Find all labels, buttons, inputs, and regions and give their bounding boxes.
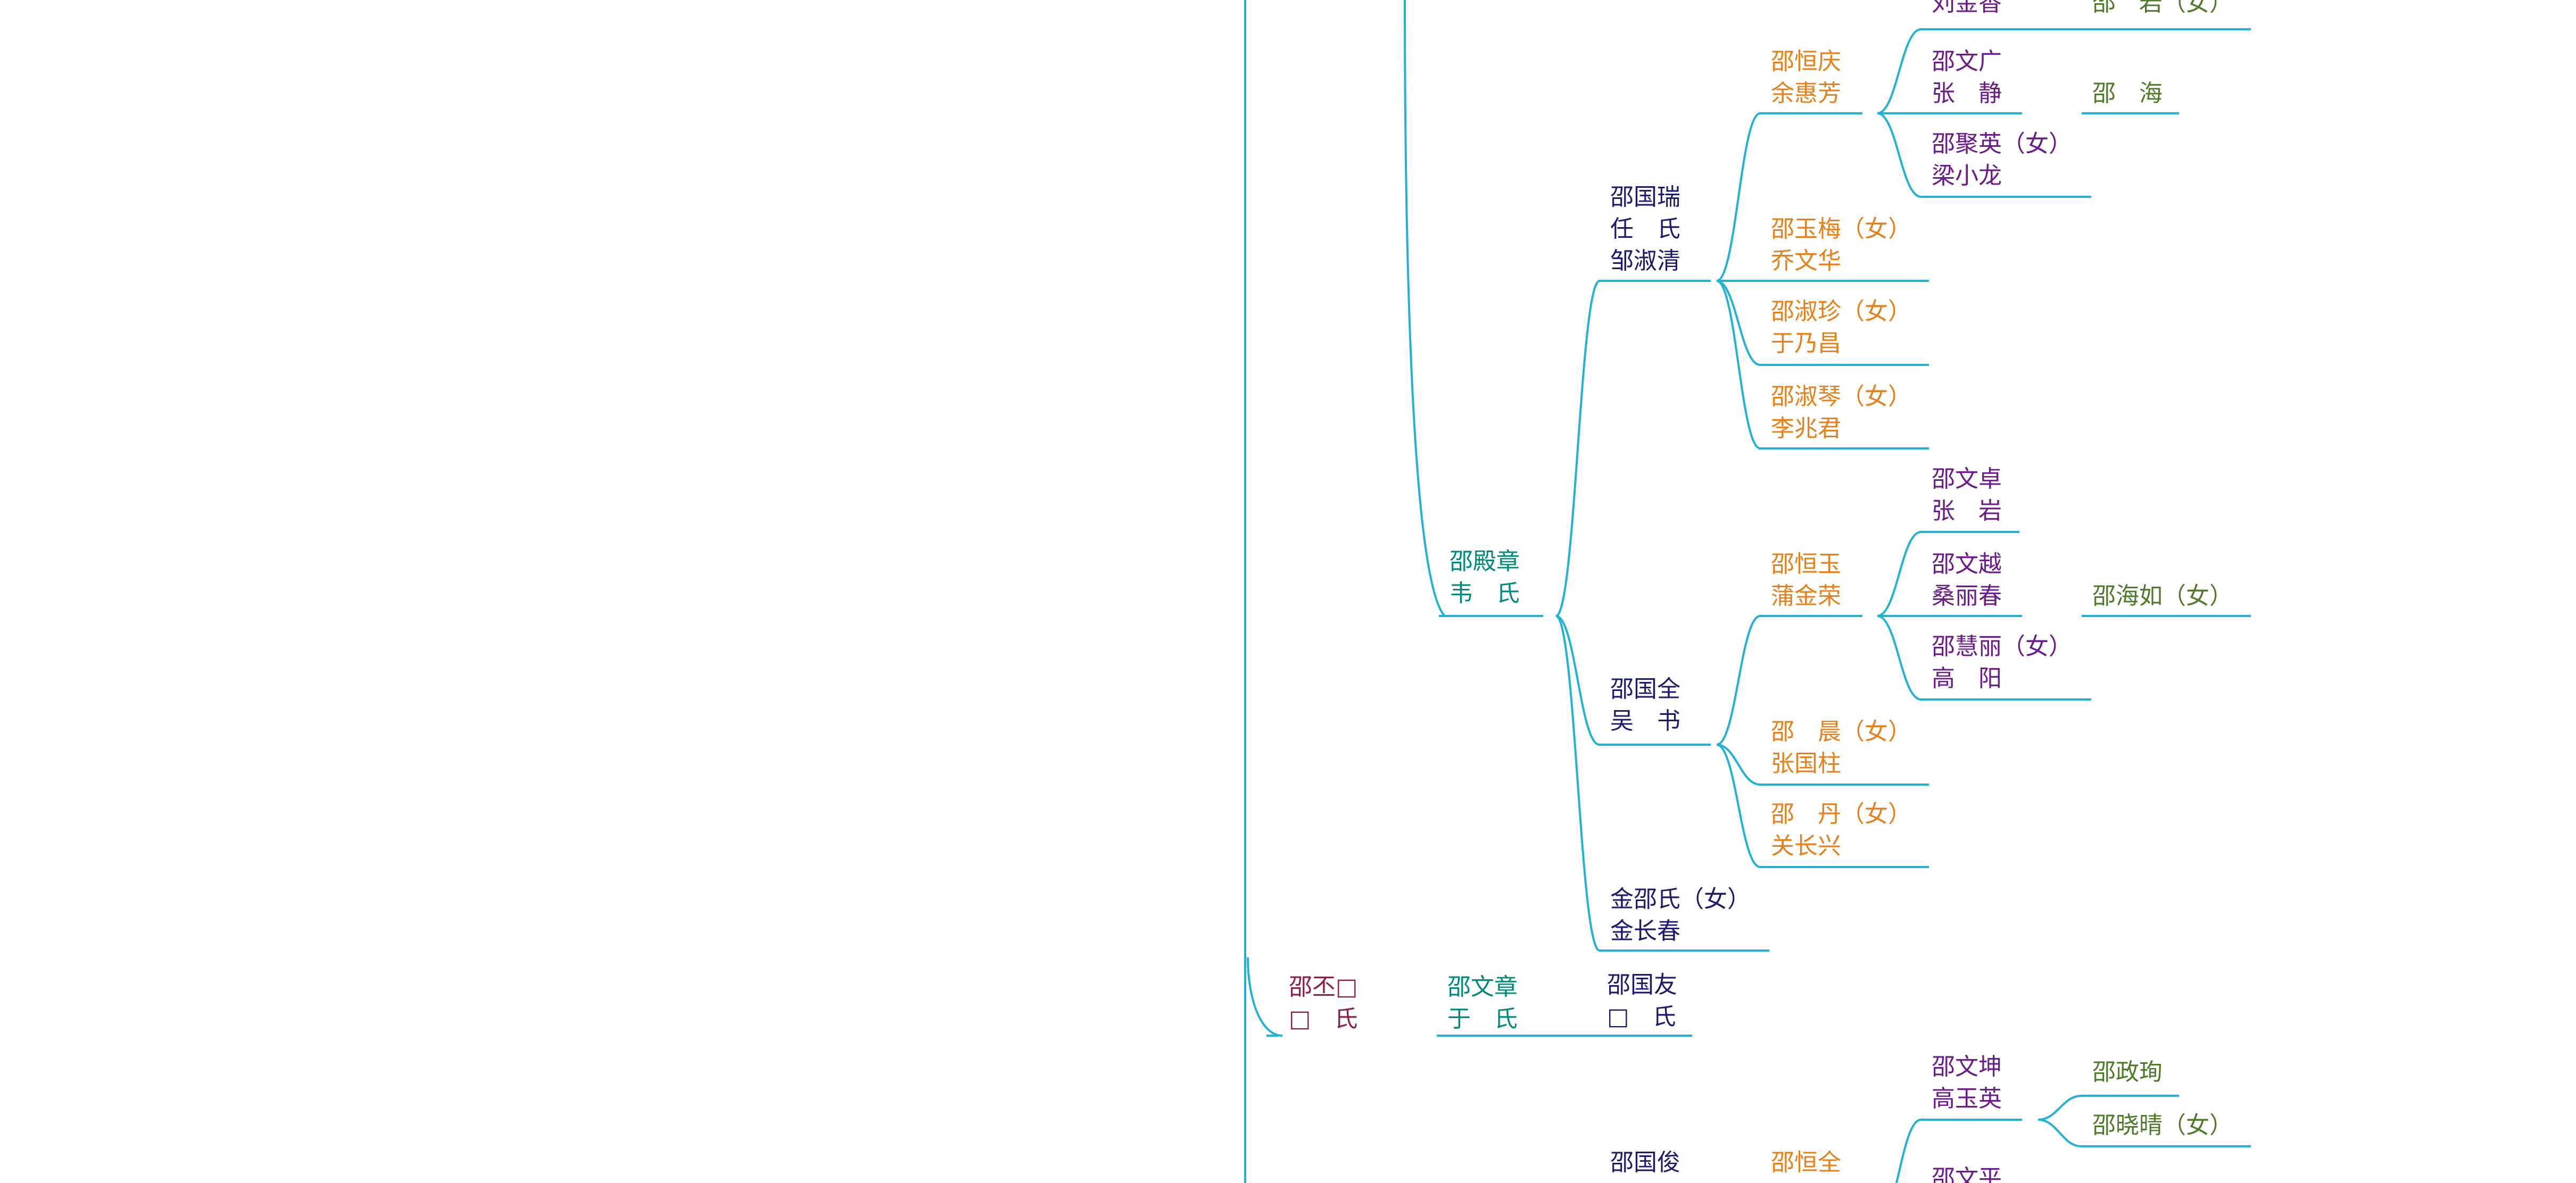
connector-n_e6-n_f3 <box>2037 1095 2082 1121</box>
spouse-name: 于 氏 <box>1447 1005 1518 1032</box>
person-name: 邵聚英（女） <box>1932 130 2072 157</box>
spouse-name: 张国柱 <box>1771 750 1841 777</box>
connector-n_c1-n_d4 <box>1716 280 1761 449</box>
connector-n_c1-n_d3 <box>1716 280 1761 366</box>
person-name: 邵淑琴（女） <box>1771 383 1911 410</box>
spouse-name: 桑丽春 <box>1932 582 2002 610</box>
person-name: 邵殿章 <box>1449 548 1520 575</box>
spouse-name: 高 阳 <box>1932 665 2002 692</box>
person-name: 邵淑珍（女） <box>1771 298 1911 325</box>
spouse-name: 金长春 <box>1610 918 1680 945</box>
spouse-name: 于乃昌 <box>1771 330 1841 357</box>
connector-n_d8-n_e6 <box>1895 1119 1921 1183</box>
person-name: 邵国俊 <box>1610 1149 1680 1176</box>
person-name: 邵玉梅（女） <box>1771 215 1911 243</box>
person-name: 邵海如（女） <box>2092 582 2233 610</box>
connector-n_c2-n_d7 <box>1716 744 1761 868</box>
spouse-name: 韦 氏 <box>1449 580 1520 607</box>
connector-n_c2-n_d5 <box>1716 615 1761 746</box>
connector-n_e6-n_f4 <box>2037 1119 2082 1147</box>
spouse-name-2: 邹淑清 <box>1610 247 1680 274</box>
person-name: 邵丕□ <box>1289 973 1358 1001</box>
spouse-name: □ 氏 <box>1289 1005 1358 1032</box>
spouse-name: 梁小龙 <box>1932 162 2002 189</box>
person-name: 邵文平 <box>1932 1165 2002 1183</box>
person-name: 金邵氏（女） <box>1610 886 1751 913</box>
connector-n_d1-n_e0 <box>1877 28 1921 114</box>
spouse-name: 高玉英 <box>1932 1085 2002 1112</box>
person-name: 邵 岩（女） <box>2092 0 2233 16</box>
spouse-name: □ 氏 <box>1607 1003 1676 1030</box>
person-name: 邵恒庆 <box>1771 48 1841 75</box>
person-name: 邵文卓 <box>1932 465 2002 493</box>
spouse-name: 张 静 <box>1932 80 2002 107</box>
person-name: 邵 丹（女） <box>1771 801 1911 828</box>
person-name: 邵慧丽（女） <box>1932 633 2072 660</box>
spouse-name: 余惠芳 <box>1771 80 1841 107</box>
person-name: 邵国友 <box>1607 971 1677 998</box>
spouse-name: 刘金香 <box>1932 0 2002 16</box>
person-name: 邵 海 <box>2092 80 2163 107</box>
trunk-curve-line <box>1247 957 1283 1037</box>
person-name: 邵文章 <box>1447 973 1518 1001</box>
person-name: 邵国全 <box>1610 676 1680 703</box>
connector-n_d5-n_e3 <box>1877 531 1921 617</box>
spouse-name: 张 岩 <box>1932 497 2002 524</box>
connector-n_d1-n_e2 <box>1877 112 1921 198</box>
spouse-name: 关长兴 <box>1771 832 1841 860</box>
person-name: 邵 晨（女） <box>1771 718 1911 745</box>
spouse-name: 李兆君 <box>1771 415 1841 442</box>
person-name: 邵恒玉 <box>1771 551 1841 578</box>
person-name: 邵恒全 <box>1771 1149 1841 1176</box>
connector-n_c1-n_d1 <box>1716 112 1761 282</box>
spouse-name: 吴 书 <box>1610 707 1680 735</box>
spouse-name: 任 氏 <box>1610 215 1680 243</box>
person-name: 邵文越 <box>1932 551 2002 578</box>
person-name: 邵国瑞 <box>1610 184 1680 211</box>
connector-n_b2-n_c1 <box>1555 280 1600 617</box>
person-name: 邵政珣 <box>2092 1059 2163 1086</box>
person-name: 邵文广 <box>1932 48 2002 75</box>
spouse-name: 乔文华 <box>1771 247 1841 274</box>
trunk-branch-line <box>1404 0 1449 617</box>
spouse-name: 蒲金荣 <box>1771 582 1841 610</box>
connector-lines <box>1244 0 2251 1183</box>
connector-n_d5-n_e5 <box>1877 615 1921 701</box>
connector-n_c2-n_d6 <box>1716 744 1761 786</box>
connector-n_b2-n_c2 <box>1555 615 1600 746</box>
person-name: 邵晓晴（女） <box>2092 1112 2233 1139</box>
person-name: 邵文坤 <box>1932 1053 2002 1080</box>
connector-n_b2-n_c3 <box>1555 615 1600 952</box>
